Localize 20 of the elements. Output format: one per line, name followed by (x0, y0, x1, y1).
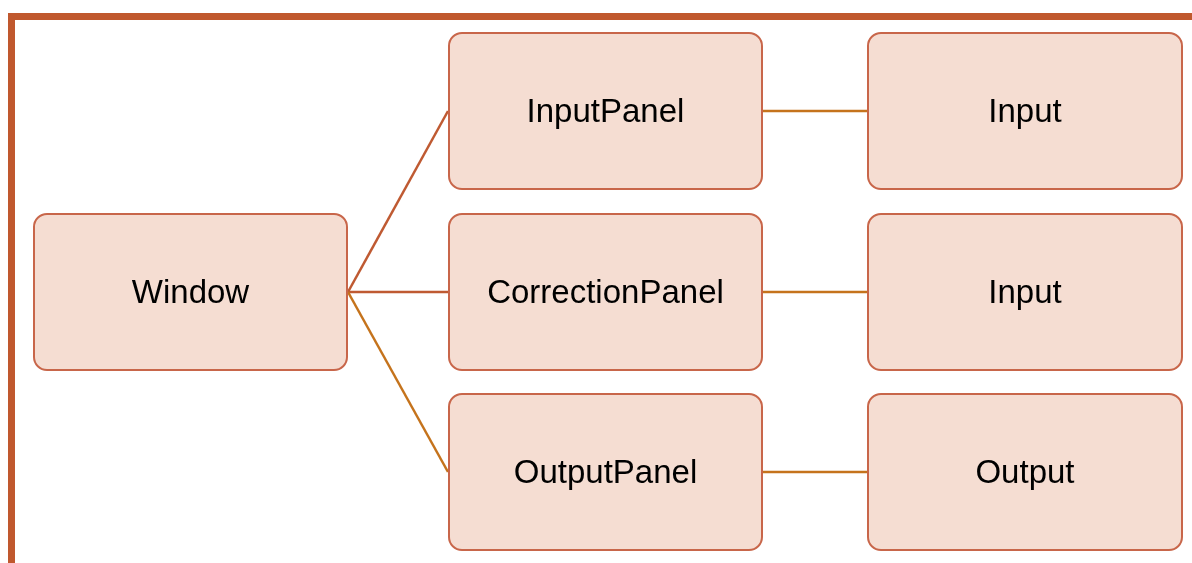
box-label: CorrectionPanel (487, 273, 724, 311)
box-label: Window (131, 273, 250, 311)
class-box (867, 393, 1183, 551)
box-label: OutputPanel (513, 453, 698, 491)
class-box (867, 32, 1183, 190)
box-label: Input (988, 273, 1062, 311)
connector-line (346, 291, 450, 473)
connector-line (763, 470, 867, 474)
class-box (448, 213, 763, 371)
connector-line (763, 109, 867, 113)
connector-line (346, 110, 450, 293)
connector-line (348, 290, 448, 294)
box-label: Input (988, 92, 1062, 130)
class-box (33, 213, 348, 371)
box-label: InputPanel (526, 92, 685, 130)
class-box (448, 32, 763, 190)
class-box (867, 213, 1183, 371)
connector-line (763, 290, 867, 294)
class-box (448, 393, 763, 551)
box-label: Output (975, 453, 1075, 491)
